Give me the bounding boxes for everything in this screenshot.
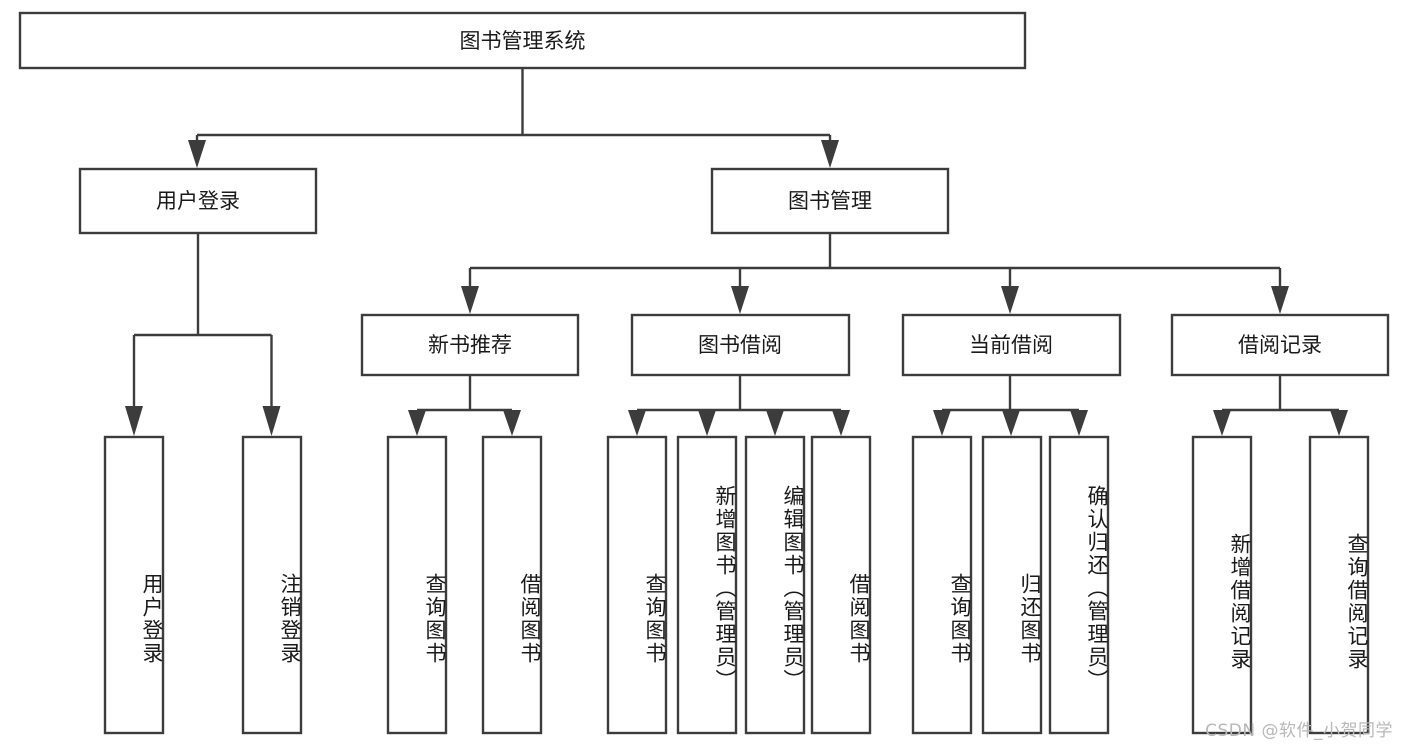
arrow-head-leaf-borrow-book-2 <box>832 410 850 436</box>
connector-group-current-borrow <box>933 375 1088 436</box>
leaf-box-add-record[interactable] <box>1191 435 1253 735</box>
leaf-box-edit-book[interactable] <box>744 435 806 735</box>
node-current-borrow-label: 当前借阅 <box>969 333 1053 357</box>
leaf-box-query-record[interactable] <box>1308 435 1370 735</box>
node-book-borrow[interactable]: 图书借阅 <box>630 313 851 377</box>
leaf-box-user-login[interactable] <box>103 435 165 735</box>
node-user-login-label: 用户登录 <box>156 189 240 213</box>
leaf-box-query-book-1[interactable] <box>386 435 448 735</box>
arrow-head-borrow-record <box>1271 286 1289 314</box>
node-book-borrow-label: 图书借阅 <box>698 333 782 357</box>
connector-group-book-borrow <box>628 375 850 436</box>
arrow-head-user-login <box>188 140 206 168</box>
arrow-head-new-book-recommend <box>461 286 479 314</box>
node-book-borrow-box[interactable] <box>630 313 851 377</box>
node-book-manage[interactable]: 图书管理 <box>710 167 950 235</box>
leaf-boxes <box>103 435 1370 735</box>
arrow-head-leaf-add-record <box>1213 410 1231 436</box>
arrow-head-leaf-query-book-1 <box>408 410 426 436</box>
arrow-head-leaf-query-book-3 <box>933 410 951 436</box>
leaf-box-user-logout[interactable] <box>241 435 303 735</box>
connector-group-user-login <box>125 233 281 436</box>
leaf-box-borrow-book-2[interactable] <box>810 435 872 735</box>
node-current-borrow-box[interactable] <box>901 313 1122 377</box>
node-current-borrow[interactable]: 当前借阅 <box>901 313 1122 377</box>
node-new-book-recommend-box[interactable] <box>360 313 580 377</box>
arrow-head-leaf-confirm-return <box>1070 410 1088 436</box>
arrow-head-book-manage <box>821 140 839 168</box>
arrow-head-current-borrow <box>1001 286 1019 314</box>
connector-group-book-manage <box>461 233 1289 314</box>
leaf-box-add-book[interactable] <box>676 435 738 735</box>
node-user-login-box[interactable] <box>78 167 318 235</box>
connector-group-new-book-recommend <box>408 375 521 436</box>
leaf-box-query-book-2[interactable] <box>606 435 668 735</box>
arrow-head-leaf-borrow-book-1 <box>503 410 521 436</box>
arrow-head-leaf-user-login <box>125 406 143 436</box>
node-new-book-recommend[interactable]: 新书推荐 <box>360 313 580 377</box>
arrow-head-leaf-edit-book <box>766 410 784 436</box>
node-borrow-record[interactable]: 借阅记录 <box>1170 313 1390 377</box>
node-root-label: 图书管理系统 <box>460 29 586 53</box>
node-borrow-record-box[interactable] <box>1170 313 1390 377</box>
arrow-head-leaf-query-book-2 <box>628 410 646 436</box>
node-book-manage-label: 图书管理 <box>788 189 872 213</box>
node-borrow-record-label: 借阅记录 <box>1238 333 1322 357</box>
node-user-login[interactable]: 用户登录 <box>78 167 318 235</box>
leaf-box-return-book[interactable] <box>981 435 1043 735</box>
leaf-box-query-book-3[interactable] <box>911 435 973 735</box>
connector-group-root <box>188 68 839 168</box>
node-book-manage-box[interactable] <box>710 167 950 235</box>
arrow-head-book-borrow <box>731 286 749 314</box>
arrow-head-leaf-return-book <box>1002 410 1020 436</box>
arrow-head-leaf-add-book <box>698 410 716 436</box>
leaf-box-confirm-return[interactable] <box>1048 435 1110 735</box>
arrow-head-leaf-user-logout <box>262 406 281 436</box>
node-root-box[interactable] <box>18 11 1027 70</box>
arrow-head-leaf-query-record <box>1330 410 1348 436</box>
leaf-box-borrow-book-1[interactable] <box>481 435 543 735</box>
watermark: CSDN @软件_小贺同学 <box>1205 721 1393 741</box>
connector-group-borrow-record <box>1213 375 1348 436</box>
node-root[interactable]: 图书管理系统 <box>18 11 1027 70</box>
node-new-book-recommend-label: 新书推荐 <box>428 333 512 357</box>
